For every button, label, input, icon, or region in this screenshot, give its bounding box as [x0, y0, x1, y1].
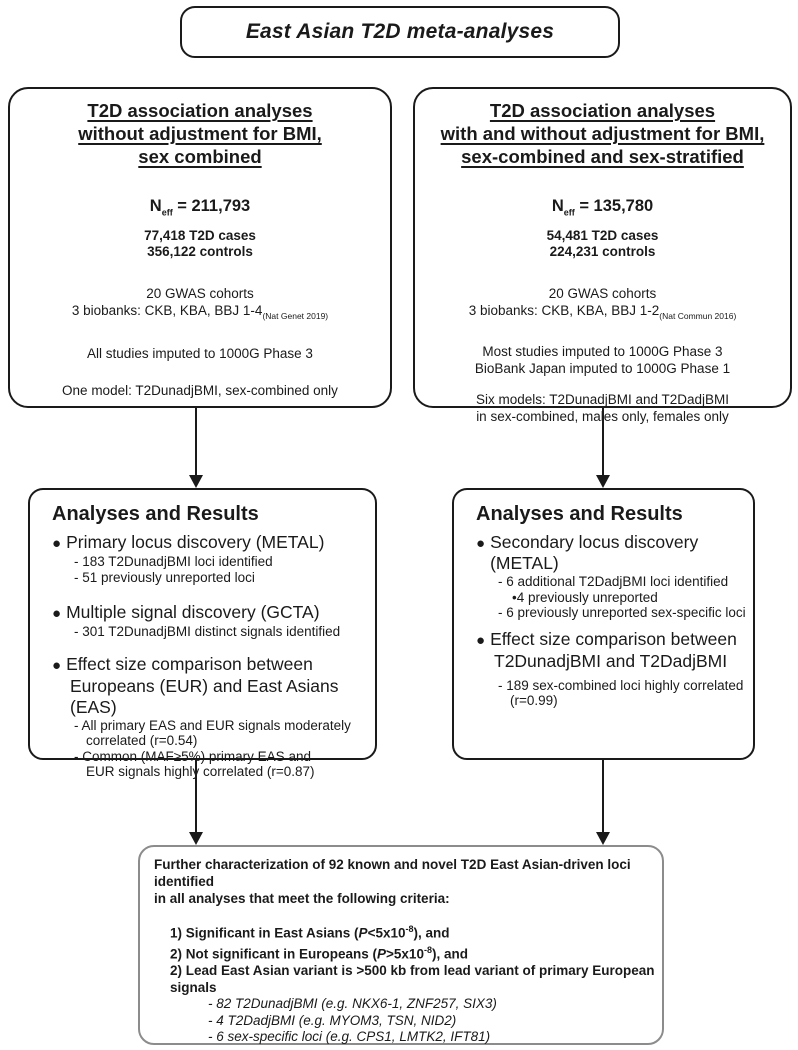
- cases-count: 54,481 T2D cases: [546, 228, 659, 244]
- results-box-left: Analyses and Results ●Primary locus disc…: [28, 488, 377, 779]
- arrow-shaft: [195, 408, 197, 475]
- result-bullet: ●Primary locus discovery (METAL): [52, 532, 325, 552]
- small-bullet-icon: •: [512, 589, 517, 605]
- result-sub-cont: correlated (r=0.54): [86, 733, 198, 748]
- title-box: East Asian T2D meta-analyses: [180, 6, 620, 58]
- result-bullet-cont: Europeans (EUR) and East Asians (EAS): [70, 675, 339, 717]
- controls-count: 224,231 controls: [549, 244, 656, 260]
- criterion-2: 2) Not significant in Europeans (P>5x10-…: [170, 944, 468, 962]
- study-header-line: without adjustment for BMI,: [78, 123, 322, 144]
- spacer: [140, 1046, 662, 1050]
- neff-value: Neff = 211,793: [149, 197, 251, 218]
- bullet-icon: ●: [52, 656, 62, 674]
- result-sub-nested: •4 previously unreported: [512, 589, 658, 605]
- imputation-line: Most studies imputed to 1000G Phase 3: [482, 344, 723, 360]
- study-box-unadjusted: T2D association analyses without adjustm…: [8, 87, 392, 408]
- arrow-head-icon: [596, 832, 610, 845]
- model-line: One model: T2DunadjBMI, sex-combined onl…: [62, 382, 338, 398]
- result-sub: - All primary EAS and EUR signals modera…: [74, 717, 351, 733]
- arrow-head-icon: [596, 475, 610, 488]
- criterion-1: 1) Significant in East Asians (P<5x10-8)…: [170, 924, 450, 941]
- study-header: T2D association analyses without adjustm…: [10, 99, 390, 168]
- spacer: [140, 907, 662, 921]
- result-sub: - 6 additional T2DadjBMI loci identified: [498, 574, 729, 589]
- result-bullet: ●Effect size comparison between: [476, 628, 737, 649]
- cohorts-line: 20 GWAS cohorts: [146, 286, 254, 302]
- characterization-box: Further characterization of 92 known and…: [138, 845, 664, 1045]
- page-title: East Asian T2D meta-analyses: [245, 20, 555, 43]
- arrow-head-icon: [189, 475, 203, 488]
- spacer: [30, 640, 375, 654]
- bullet-icon: ●: [52, 605, 62, 622]
- arrow-down-left-top: [188, 408, 204, 488]
- example-loci: - 4 T2DadjBMI (e.g. MYOM3, TSN, NID2): [208, 1012, 457, 1028]
- study-header-line: with and without adjustment for BMI,: [440, 123, 765, 144]
- result-sub: - 301 T2DunadjBMI distinct signals ident…: [74, 624, 341, 639]
- study-header-line: sex combined: [138, 146, 262, 167]
- example-loci: - 6 sex-specific loci (e.g. CPS1, LMTK2,…: [208, 1029, 491, 1044]
- results-box-right: Analyses and Results ●Secondary locus di…: [452, 488, 755, 760]
- result-sub: - 6 previously unreported sex-specific l…: [498, 605, 746, 620]
- cases-controls: 77,418 T2D cases 356,122 controls: [10, 228, 390, 260]
- spacer: [30, 585, 375, 602]
- result-sub-cont: EUR signals highly correlated (r=0.87): [86, 764, 315, 779]
- imputation-line: All studies imputed to 1000G Phase 3: [87, 346, 313, 362]
- result-sub: - 183 T2DunadjBMI loci identified: [74, 554, 273, 569]
- study-header-line: T2D association analyses: [489, 100, 716, 121]
- biobanks-line: 3 biobanks: CKB, KBA, BBJ 1-2(Nat Commun…: [468, 302, 737, 321]
- arrow-head-icon: [189, 832, 203, 845]
- arrow-down-right-bottom: [595, 760, 611, 845]
- results-title: Analyses and Results: [476, 503, 683, 525]
- arrow-shaft: [195, 760, 197, 832]
- arrow-down-right-top: [595, 408, 611, 488]
- bullet-icon: ●: [476, 631, 486, 649]
- cases-controls: 54,481 T2D cases 224,231 controls: [415, 228, 790, 260]
- bullet-icon: ●: [52, 535, 62, 552]
- arrow-shaft: [602, 408, 604, 475]
- cases-count: 77,418 T2D cases: [144, 228, 256, 244]
- cohorts-line: 20 GWAS cohorts: [548, 286, 657, 302]
- example-loci: - 82 T2DunadjBMI (e.g. NKX6-1, ZNF257, S…: [208, 996, 497, 1011]
- criterion-3: 2) Lead East Asian variant is >500 kb fr…: [170, 963, 655, 995]
- result-sub: - 189 sex-combined loci highly correlate…: [498, 677, 744, 693]
- study-header-line: T2D association analyses: [87, 100, 313, 121]
- study-header: T2D association analyses with and withou…: [415, 99, 790, 168]
- result-bullet: ●Effect size comparison between: [52, 653, 313, 674]
- imputation-line: BioBank Japan imputed to 1000G Phase 1: [474, 360, 731, 376]
- result-bullet: ●Multiple signal discovery (GCTA): [52, 602, 320, 622]
- citation: (Nat Genet 2019): [262, 310, 329, 321]
- citation: (Nat Commun 2016): [659, 310, 737, 321]
- result-bullet-cont: T2DunadjBMI and T2DadjBMI: [494, 650, 728, 671]
- model-line: Six models: T2DunadjBMI and T2DadjBMI: [475, 392, 730, 408]
- result-bullet: ●Secondary locus discovery (METAL): [476, 532, 699, 573]
- spacer: [454, 621, 753, 629]
- result-sub: - 51 previously unreported loci: [74, 569, 255, 585]
- study-header-line: sex-combined and sex-stratified: [461, 146, 744, 167]
- neff-value: Neff = 135,780: [551, 197, 654, 218]
- arrow-down-left-bottom: [188, 760, 204, 845]
- result-sub-cont: (r=0.99): [510, 693, 558, 708]
- bullet-icon: ●: [476, 535, 486, 552]
- biobanks-line: 3 biobanks: CKB, KBA, BBJ 1-4(Nat Genet …: [71, 302, 329, 321]
- characterization-intro: Further characterization of 92 known and…: [154, 857, 631, 906]
- arrow-shaft: [602, 760, 604, 832]
- results-title: Analyses and Results: [52, 503, 259, 525]
- controls-count: 356,122 controls: [147, 244, 253, 260]
- result-sub: - Common (MAF≥5%) primary EAS and: [74, 748, 311, 764]
- study-box-adjusted: T2D association analyses with and withou…: [413, 87, 792, 424]
